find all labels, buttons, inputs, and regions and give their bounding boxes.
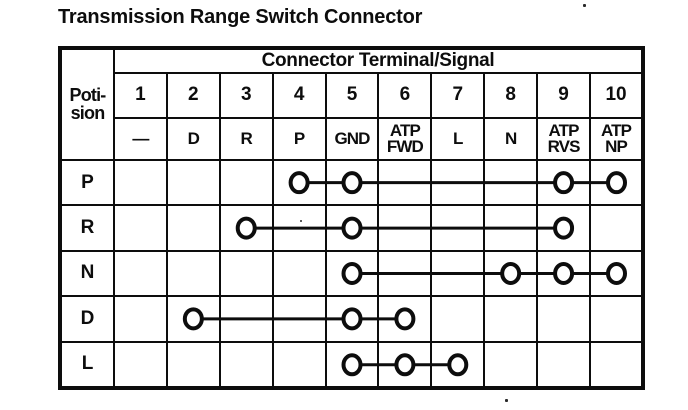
grid-cell [218,158,274,207]
position-header-line2: sion [70,103,106,124]
grid-cell [377,340,433,390]
grid-cell [377,158,433,207]
grid-cell [218,249,274,298]
grid-cell [271,158,327,207]
grid-cell [271,295,327,343]
grid-cell [324,204,380,252]
position-row-label: P [59,158,115,207]
grid-cell [113,158,168,207]
terminal-number: 2 [165,72,221,119]
position-row-label: N [59,249,115,298]
terminal-number: 3 [218,72,274,119]
grid-cell [536,340,592,390]
grid-cell [483,204,539,252]
grid-cell [589,204,644,252]
terminal-signal-header: Connector Terminal/Signal [113,46,644,75]
grid-cell [165,158,221,207]
grid-cell [113,204,168,252]
grid-cell [271,340,327,390]
grid-cell [113,295,168,343]
grid-cell [271,249,327,298]
grid-cell [430,340,486,390]
terminal-number: 1 [113,72,168,119]
group-header-row: Poti- sion Connector Terminal/Signal [59,46,644,161]
grid-cell [324,158,380,207]
scan-speck [505,399,508,402]
grid-cell [589,295,644,343]
grid-cell [165,295,221,343]
terminal-signal: GND [324,116,380,161]
position-row: P [59,158,644,207]
scan-speck [300,220,302,222]
terminal-signal: P [271,116,327,161]
terminal-signal: L [430,116,486,161]
grid-cell [218,340,274,390]
position-column-header: Poti- sion [59,47,115,161]
position-row: D [59,295,644,343]
grid-cell [165,340,221,390]
grid-cell [377,204,433,252]
grid-cell [218,295,274,343]
grid-cell [165,249,221,298]
position-row: N [59,249,644,298]
terminal-number: 6 [377,72,433,119]
grid-cell [377,249,433,298]
grid-cell [430,158,486,207]
grid-cell [165,204,221,252]
position-row-label: R [59,204,115,252]
grid-cell [483,249,539,298]
grid-cell [113,340,168,390]
grid-cell [536,295,592,343]
grid-cell [271,204,327,252]
grid-cell [483,340,539,390]
grid-cell [324,249,380,298]
grid-cell [430,204,486,252]
position-row-label: L [59,340,115,390]
grid-cell [430,249,486,298]
terminal-signal: — [113,116,168,161]
grid-cell [589,158,644,207]
grid-cell [589,249,644,298]
terminal-signal: R [218,116,274,161]
grid-cell [536,204,592,252]
grid-cell [589,340,644,390]
terminal-number: 10 [589,72,644,119]
grid-cell [218,204,274,252]
position-row-label: D [59,295,115,343]
grid-cell [377,295,433,343]
terminal-number: 8 [483,72,539,119]
grid-cell [113,249,168,298]
grid-cell [536,158,592,207]
grid-cell [324,295,380,343]
position-header-line1: Poti- [69,85,107,106]
grid-cell [536,249,592,298]
scan-speck [583,4,586,7]
terminal-number: 7 [430,72,486,119]
terminal-number: 9 [536,72,592,119]
grid-cell [430,295,486,343]
grid-cell [324,340,380,390]
grid-cell [483,295,539,343]
terminal-number: 4 [271,72,327,119]
page-title: Transmission Range Switch Connector [58,6,423,28]
grid-cell [483,158,539,207]
terminal-signal: D [165,116,221,161]
position-row: R [59,204,644,252]
terminal-signal: N [483,116,539,161]
terminal-number: 5 [324,72,380,119]
position-row: L [59,340,644,390]
